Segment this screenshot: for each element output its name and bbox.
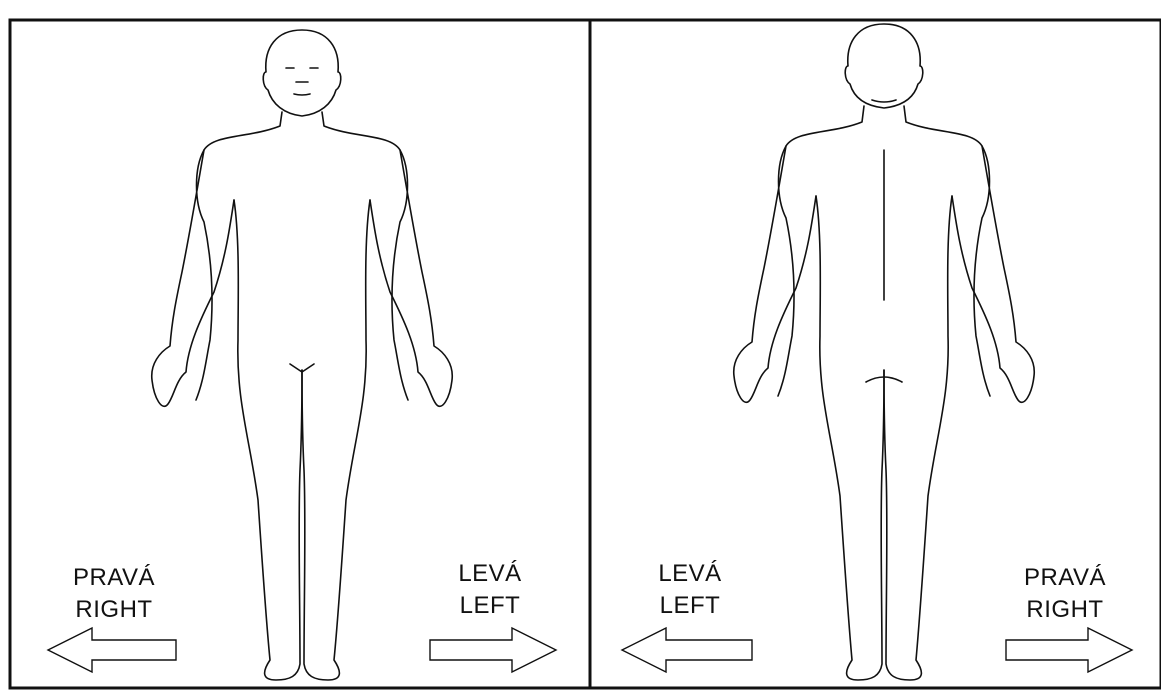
back-body-figure [734,24,1035,680]
front-arm-left [370,150,452,406]
back-label-left-side-cz: LEVÁ [630,558,750,590]
back-head [845,24,923,108]
front-label-right-side-cz: PRAVÁ [50,562,178,594]
back-arrow-left-direction [622,628,752,672]
front-label-left-side: LEVÁ LEFT [430,558,550,622]
front-arrow-left-direction [430,628,556,672]
front-label-right-side-en: RIGHT [50,594,178,626]
back-arrow-right-direction [1006,628,1132,672]
front-torso-inner [234,200,302,680]
back-label-left-side-en: LEFT [630,590,750,622]
front-face-eyes [286,68,318,95]
front-label-right-side: PRAVÁ RIGHT [50,562,178,626]
back-label-left-side: LEVÁ LEFT [630,558,750,622]
back-arm-right [952,146,1034,402]
back-label-right-side-en: RIGHT [1000,594,1130,626]
back-label-right-side: PRAVÁ RIGHT [1000,562,1130,626]
front-label-left-side-en: LEFT [430,590,550,622]
back-arm-left [734,146,816,402]
front-arm-right [152,150,234,406]
front-torso-outline [196,112,408,400]
back-torso-inner-2 [884,196,952,680]
back-torso-inner [816,196,884,680]
front-head [263,30,341,116]
back-neck-line [872,100,896,102]
front-torso-inner-2 [302,200,370,680]
back-label-right-side-cz: PRAVÁ [1000,562,1130,594]
front-arrow-right-direction [48,628,176,672]
front-body-figure [152,30,453,680]
front-label-left-side-cz: LEVÁ [430,558,550,590]
